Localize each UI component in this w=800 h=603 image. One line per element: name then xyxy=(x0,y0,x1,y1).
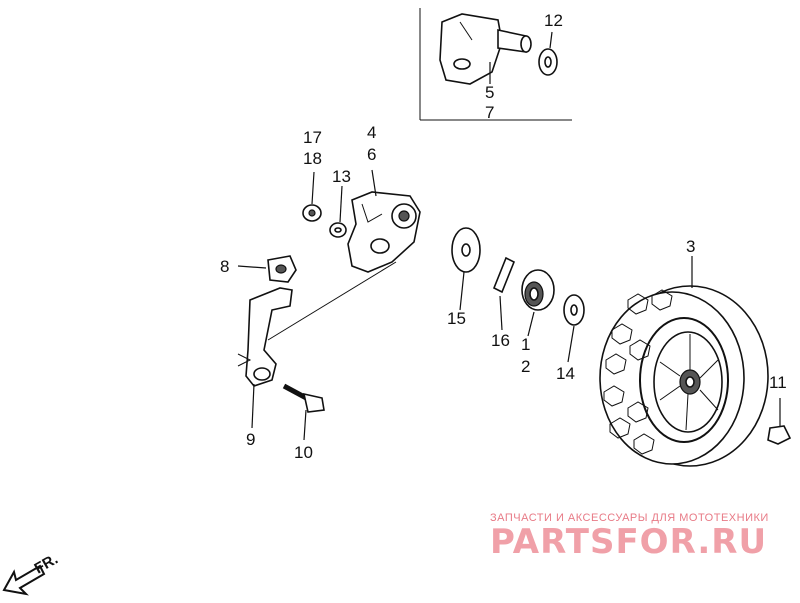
washer-15 xyxy=(451,227,481,273)
callout-18: 18 xyxy=(303,149,322,168)
inset-frame xyxy=(419,8,572,121)
callout-2: 2 xyxy=(521,357,530,376)
lever-plate-9 xyxy=(237,287,293,387)
callout-13: 13 xyxy=(332,167,351,186)
watermark-logo: PARTSFOR.RU xyxy=(490,522,767,562)
callout-6: 6 xyxy=(367,145,376,164)
callout-3: 3 xyxy=(686,237,695,256)
bushing-1-2 xyxy=(521,269,555,311)
callout-1: 1 xyxy=(521,335,530,354)
callout-10: 10 xyxy=(294,443,313,462)
leader-lines xyxy=(237,31,693,441)
callout-11: 11 xyxy=(769,373,787,392)
front-arrow-icon xyxy=(2,564,46,596)
bolt-11 xyxy=(767,398,792,445)
callout-17: 17 xyxy=(303,128,322,147)
nut-17-18 xyxy=(302,204,322,222)
washer-12 xyxy=(538,48,558,76)
washer-14 xyxy=(563,294,585,326)
front-direction-indicator: FR. xyxy=(2,551,61,596)
washer-13 xyxy=(329,222,347,238)
callout-9: 9 xyxy=(246,430,255,449)
watermark: ЗАПЧАСТИ И АКСЕССУАРЫ ДЛЯ МОТОТЕХНИКИ PA… xyxy=(490,512,769,562)
callout-5: 5 xyxy=(485,83,494,102)
callout-15: 15 xyxy=(447,309,466,328)
callout-16: 16 xyxy=(491,331,510,350)
adjuster-bracket-part xyxy=(347,191,421,273)
wheel-3 xyxy=(599,285,769,467)
assembly-leader xyxy=(267,261,397,341)
callout-7: 7 xyxy=(485,103,494,122)
callout-4: 4 xyxy=(367,123,376,142)
inset-bracket-part xyxy=(439,13,532,85)
callout-8: 8 xyxy=(220,257,229,276)
callouts: 12 5 7 4 6 17 18 13 8 9 10 15 16 1 2 14 … xyxy=(220,11,787,462)
pin-16 xyxy=(492,256,516,294)
bolt-10 xyxy=(282,383,325,413)
clip-8 xyxy=(267,255,297,283)
watermark-tagline: ЗАПЧАСТИ И АКСЕССУАРЫ ДЛЯ МОТОТЕХНИКИ xyxy=(490,512,769,524)
callout-14: 14 xyxy=(556,364,575,383)
callout-12: 12 xyxy=(544,11,563,30)
